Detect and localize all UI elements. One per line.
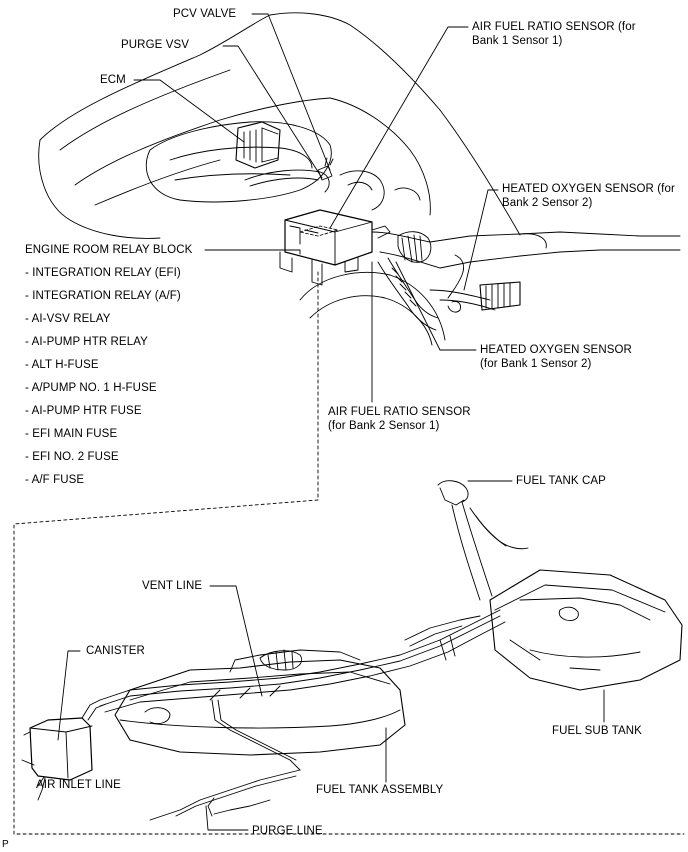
exhaust-system-illustration bbox=[371, 231, 681, 331]
afr-sensor-b2s1-label: AIR FUEL RATIO SENSOR (for Bank 2 Sensor… bbox=[328, 405, 471, 433]
vent-line-label: VENT LINE bbox=[142, 580, 203, 592]
relay-block-item: - EFI MAIN FUSE bbox=[25, 428, 118, 440]
pcv-valve-label: PCV VALVE bbox=[173, 8, 237, 20]
fuel-system-illustration bbox=[21, 480, 683, 821]
relay-block-item: - AI-VSV RELAY bbox=[25, 313, 111, 325]
relay-block-item: - AI-PUMP HTR FUSE bbox=[25, 405, 142, 417]
relay-block-item: - AI-PUMP HTR RELAY bbox=[25, 336, 148, 348]
relay-block-item: - EFI NO. 2 FUSE bbox=[25, 451, 119, 463]
purge-line-label: PURGE LINE bbox=[252, 825, 323, 837]
ecm-label: ECM bbox=[100, 74, 126, 86]
relay-block-item: - INTEGRATION RELAY (EFI) bbox=[25, 267, 181, 279]
heated-o2-sensor-b1s2-line1: HEATED OXYGEN SENSOR bbox=[480, 344, 632, 356]
afr-sensor-b1s1-label: AIR FUEL RATIO SENSOR (for Bank 1 Sensor… bbox=[472, 20, 636, 48]
purge-vsv-label: PURGE VSV bbox=[121, 39, 190, 51]
dashed-callout-frame bbox=[13, 271, 685, 835]
afr-sensor-b2s1-line1: AIR FUEL RATIO SENSOR bbox=[328, 406, 471, 418]
heated-o2-sensor-b1s2-line2: (for Bank 1 Sensor 2) bbox=[480, 358, 592, 370]
relay-block-item: - ALT H-FUSE bbox=[25, 359, 99, 371]
fuel-tank-assembly-label: FUEL TANK ASSEMBLY bbox=[316, 784, 444, 796]
relay-block-item: - INTEGRATION RELAY (A/F) bbox=[25, 290, 181, 302]
fuel-sub-tank-label: FUEL SUB TANK bbox=[552, 725, 642, 737]
afr-sensor-b2s1-line2: (for Bank 2 Sensor 1) bbox=[328, 420, 440, 432]
fuel-tank-cap-label: FUEL TANK CAP bbox=[516, 475, 606, 487]
heated-o2-sensor-b2s2-line1: HEATED OXYGEN SENSOR (for bbox=[502, 183, 675, 195]
heated-o2-sensor-b1s2-label: HEATED OXYGEN SENSOR (for Bank 1 Sensor … bbox=[480, 343, 632, 371]
relay-block-item: - A/PUMP NO. 1 H-FUSE bbox=[25, 382, 157, 394]
afr-sensor-b1s1-line1: AIR FUEL RATIO SENSOR (for bbox=[472, 21, 636, 33]
heated-o2-sensor-b2s2-label: HEATED OXYGEN SENSOR (for Bank 2 Sensor … bbox=[502, 182, 675, 210]
relay-block-label: ENGINE ROOM RELAY BLOCK bbox=[25, 244, 193, 256]
air-inlet-line-label: AIR INLET LINE bbox=[36, 779, 121, 791]
afr-sensor-b1s1-line2: Bank 1 Sensor 1) bbox=[472, 35, 563, 47]
relay-block-item-list: - INTEGRATION RELAY (EFI) - INTEGRATION … bbox=[25, 266, 181, 496]
relay-block-item: - A/F FUSE bbox=[25, 474, 85, 486]
engine-compartment-illustration bbox=[38, 12, 521, 346]
heated-o2-sensor-b2s2-line2: Bank 2 Sensor 2) bbox=[502, 197, 593, 209]
leader-lines bbox=[37, 13, 605, 831]
corner-mark: P bbox=[2, 839, 9, 850]
canister-label: CANISTER bbox=[86, 645, 145, 657]
